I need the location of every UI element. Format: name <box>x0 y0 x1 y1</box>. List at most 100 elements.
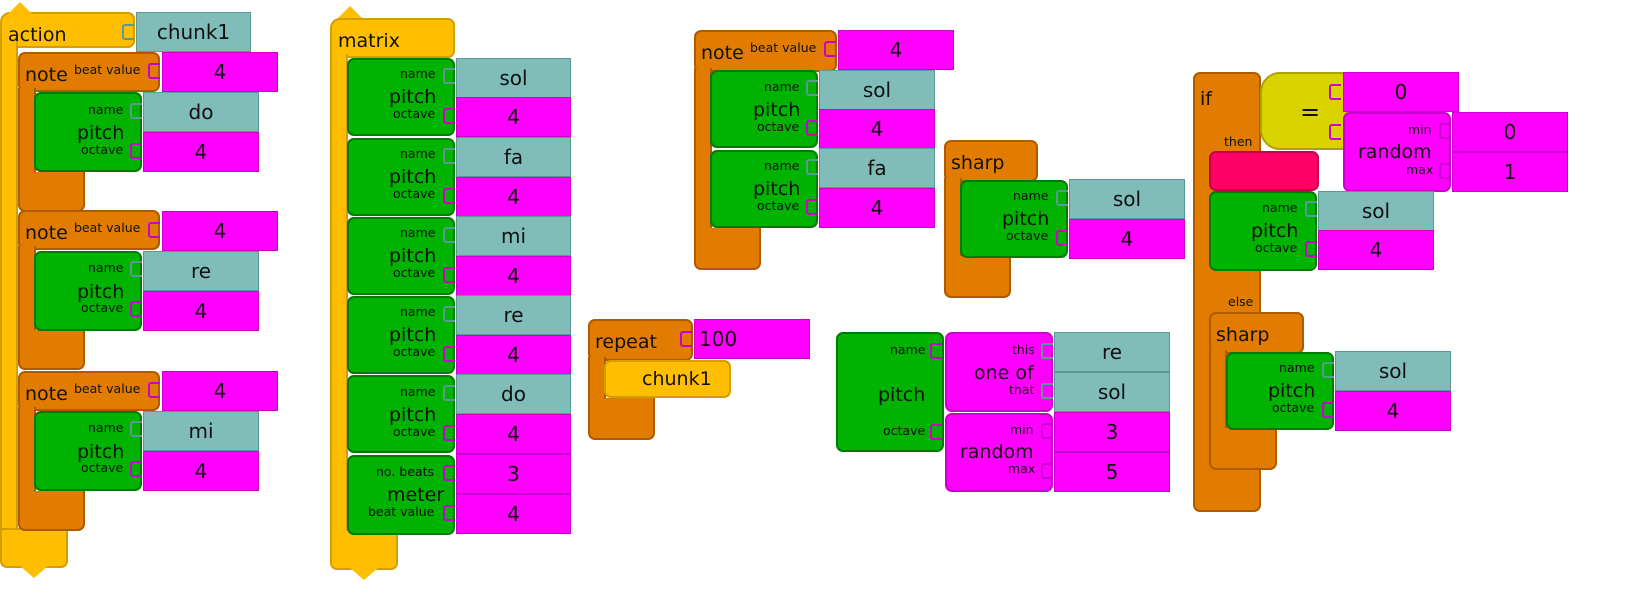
pitch-name-field[interactable]: sol <box>1318 191 1434 231</box>
action-block-tail <box>20 566 48 578</box>
pitch-block[interactable] <box>347 375 455 453</box>
note-block[interactable] <box>18 52 160 92</box>
beat-value-label: beat value <box>74 381 141 396</box>
repeat-block-foot <box>588 398 655 440</box>
meter-label: meter <box>387 484 445 506</box>
pitch-octave-field[interactable]: 4 <box>1335 391 1451 431</box>
pitch-octave-socket <box>443 108 455 124</box>
pitch-octave-field[interactable]: 4 <box>456 335 571 375</box>
one-of-block[interactable] <box>945 332 1053 412</box>
meter-block[interactable] <box>347 455 455 535</box>
pitch-octave-socket <box>806 120 818 136</box>
action-name-field[interactable]: chunk1 <box>136 12 251 52</box>
pitch-name-socket <box>443 68 455 84</box>
matrix-block-tail <box>350 568 378 580</box>
pitch-octave-socket <box>1305 241 1317 257</box>
pitch-block[interactable] <box>1209 191 1317 271</box>
beat-value-socket <box>148 222 160 238</box>
pitch-octave-field[interactable]: 4 <box>819 109 935 149</box>
pitch-octave-field[interactable]: 4 <box>456 97 571 137</box>
pitch-block[interactable] <box>836 332 944 452</box>
pitch-block[interactable] <box>347 296 455 374</box>
one-of-that-field[interactable]: sol <box>1054 372 1170 412</box>
pitch-octave-field[interactable]: 4 <box>143 132 259 172</box>
pitch-name-label: name <box>764 158 800 173</box>
random-min-field[interactable]: 0 <box>1452 112 1568 152</box>
pitch-block[interactable] <box>34 251 142 331</box>
note-label: note <box>25 64 68 86</box>
pitch-block[interactable] <box>347 138 455 216</box>
equals-value-field[interactable]: 0 <box>1343 72 1459 112</box>
pitch-block[interactable] <box>1226 352 1334 430</box>
pitch-block[interactable] <box>960 180 1068 258</box>
pitch-octave-field[interactable]: 4 <box>143 451 259 491</box>
pitch-octave-field[interactable]: 4 <box>819 188 935 228</box>
pitch-block[interactable] <box>34 92 142 172</box>
pitch-name-field[interactable]: mi <box>143 411 259 451</box>
pitch-name-label: name <box>88 260 124 275</box>
pitch-name-field[interactable]: mi <box>456 216 571 256</box>
beat-value-label: beat value <box>74 62 141 77</box>
action-label: action <box>8 24 67 46</box>
one-of-this-socket <box>1041 343 1053 359</box>
pitch-name-socket <box>1322 362 1334 378</box>
pitch-octave-field[interactable]: 4 <box>456 414 571 454</box>
pitch-name-field[interactable]: sol <box>1069 179 1185 219</box>
pitch-name-socket <box>1305 201 1317 217</box>
if-label: if <box>1200 88 1212 110</box>
beat-value-field[interactable]: 4 <box>162 371 278 411</box>
meter-beat-value-field[interactable]: 4 <box>456 494 571 534</box>
pitch-name-label: name <box>88 420 124 435</box>
action-block-hat <box>8 2 32 14</box>
repeat-times-field[interactable]: 100 <box>694 319 810 359</box>
one-of-this-field[interactable]: re <box>1054 332 1170 372</box>
pitch-name-field[interactable]: re <box>456 295 571 335</box>
pitch-name-field[interactable]: sol <box>1335 351 1451 391</box>
pitch-octave-field[interactable]: 4 <box>1318 230 1434 270</box>
note-block[interactable] <box>18 210 160 250</box>
empty-slot-block[interactable] <box>1209 151 1319 191</box>
pitch-block[interactable] <box>34 411 142 491</box>
pitch-block[interactable] <box>710 150 818 228</box>
beat-value-label: beat value <box>750 40 817 55</box>
beat-value-field[interactable]: 4 <box>162 211 278 251</box>
beat-value-field[interactable]: 4 <box>838 30 954 70</box>
random-max-field[interactable]: 1 <box>1452 152 1568 192</box>
pitch-name-field[interactable]: fa <box>456 137 571 177</box>
beat-value-field[interactable]: 4 <box>162 52 278 92</box>
pitch-octave-field[interactable]: 4 <box>456 256 571 296</box>
pitch-octave-label: octave <box>757 198 800 213</box>
pitch-block[interactable] <box>347 58 455 136</box>
do-action-block[interactable] <box>604 360 731 398</box>
sharp-label: sharp <box>1216 324 1270 346</box>
note-block-spine <box>694 68 712 234</box>
pitch-octave-socket <box>130 461 142 477</box>
pitch-name-field[interactable]: fa <box>819 148 935 188</box>
note-label: note <box>25 222 68 244</box>
equals-label: = <box>1300 98 1321 126</box>
pitch-name-field[interactable]: do <box>143 92 259 132</box>
action-block[interactable] <box>0 12 135 48</box>
random-max-field[interactable]: 5 <box>1054 452 1170 492</box>
pitch-octave-field[interactable]: 4 <box>456 177 571 217</box>
pitch-octave-field[interactable]: 4 <box>1069 219 1185 259</box>
note-block[interactable] <box>694 30 837 72</box>
no-beats-field[interactable]: 3 <box>456 454 571 494</box>
note-block-foot <box>18 330 85 370</box>
random-min-field[interactable]: 3 <box>1054 412 1170 452</box>
pitch-block[interactable] <box>347 217 455 295</box>
matrix-block[interactable] <box>330 18 455 58</box>
pitch-octave-socket <box>130 143 142 159</box>
pitch-octave-field[interactable]: 4 <box>143 291 259 331</box>
pitch-name-field[interactable]: sol <box>819 70 935 110</box>
note-block[interactable] <box>18 371 160 411</box>
pitch-name-field[interactable]: re <box>143 251 259 291</box>
random-max-socket <box>1439 163 1451 179</box>
repeat-block[interactable] <box>588 319 693 361</box>
pitch-name-field[interactable]: do <box>456 374 571 414</box>
random-label: random <box>960 441 1034 463</box>
repeat-label: repeat <box>595 331 657 353</box>
pitch-block[interactable] <box>710 70 818 148</box>
random-block[interactable] <box>945 413 1053 492</box>
pitch-name-field[interactable]: sol <box>456 58 571 98</box>
